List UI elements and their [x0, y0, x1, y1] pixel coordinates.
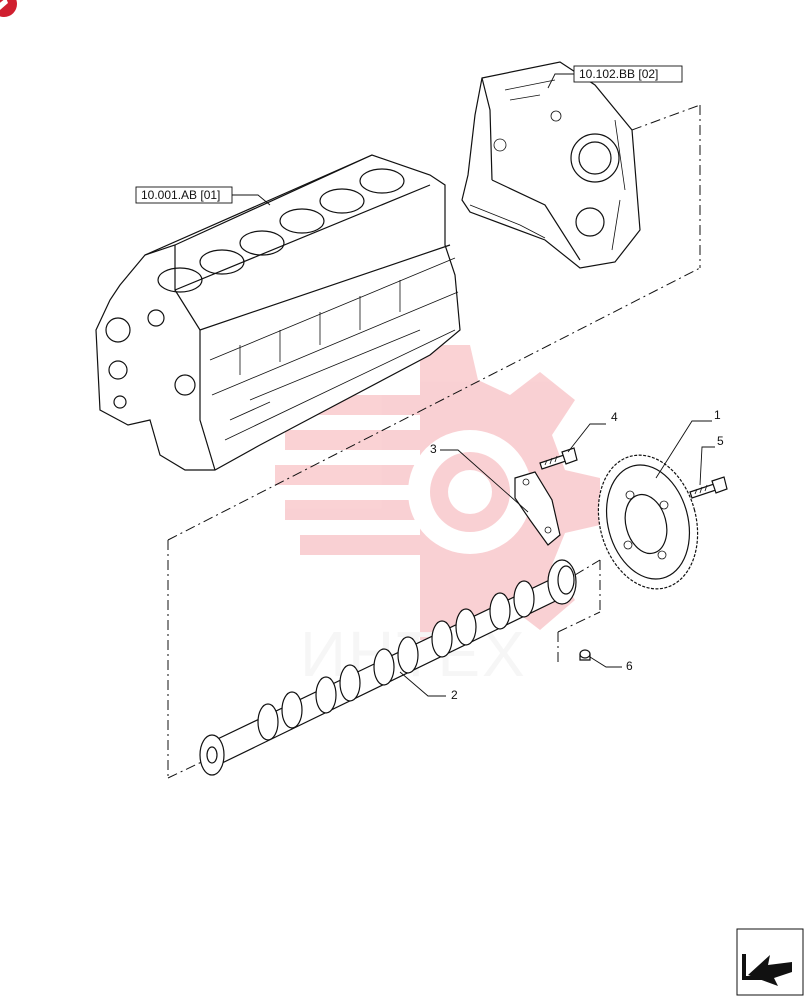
assembly-lines	[167, 104, 701, 779]
callout-5-number: 5	[717, 434, 724, 448]
callout-5: 5	[699, 434, 724, 486]
engine-block	[95, 154, 461, 471]
callout-4-number: 4	[611, 410, 618, 424]
corner-logo-icon	[0, 0, 17, 17]
cover-reference-tag[interactable]: 10.102.BB [02]	[547, 65, 683, 89]
block-reference-label: 10.001.AB [01]	[141, 188, 220, 202]
callout-3: 3	[430, 442, 529, 513]
gear-logo-icon	[275, 345, 600, 640]
callout-2-number: 2	[451, 688, 458, 702]
callout-6-number: 6	[626, 659, 633, 673]
camshaft	[199, 559, 577, 776]
dowel-pin	[579, 649, 591, 661]
arrow-return-icon[interactable]	[736, 928, 804, 996]
callout-3-number: 3	[430, 442, 437, 456]
thrust-plate	[514, 471, 561, 546]
camshaft-gear	[597, 454, 699, 590]
callout-1-number: 1	[714, 408, 721, 422]
timing-cover	[461, 61, 641, 269]
cover-reference-label: 10.102.BB [02]	[579, 67, 658, 81]
callout-6: 6	[589, 656, 633, 673]
cylinder-bores	[157, 168, 405, 293]
callout-1: 1	[655, 408, 721, 479]
plate-bolt	[539, 447, 578, 470]
gear-bolt	[689, 476, 728, 499]
block-reference-tag[interactable]: 10.001.AB [01]	[135, 186, 271, 206]
cam-lobes	[257, 580, 535, 741]
callout-4: 4	[567, 410, 618, 453]
callout-2: 2	[399, 671, 458, 702]
